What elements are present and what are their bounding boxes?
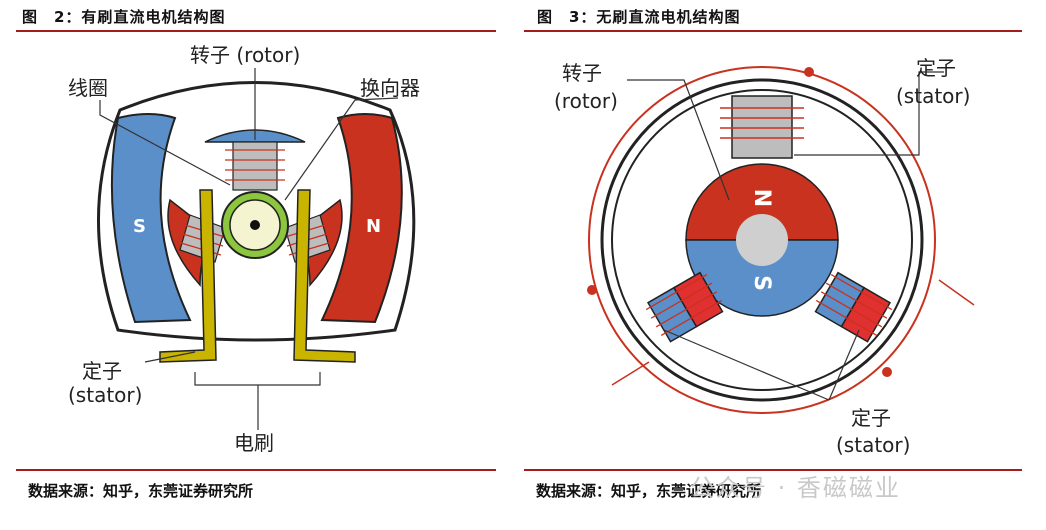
wire-node-top bbox=[804, 67, 814, 77]
stator-bottom-en-label: (stator) bbox=[836, 433, 910, 457]
north-label: N bbox=[366, 216, 381, 237]
north-magnet bbox=[320, 113, 403, 324]
stator-tooth-right bbox=[814, 271, 893, 343]
figure-2-title: 图 2：有刷直流电机结构图 bbox=[22, 8, 226, 26]
stator-tooth-top bbox=[731, 95, 793, 159]
title-rule bbox=[524, 30, 1022, 32]
brushed-motor-diagram: S N 转子 (r bbox=[68, 43, 420, 455]
stator-inner-ring bbox=[611, 89, 913, 391]
rotor-shaft bbox=[250, 220, 260, 230]
figure-2-source: 数据来源：知乎，东莞证券研究所 bbox=[28, 482, 254, 500]
brushless-motor-diagram: N S 转子 (rot bbox=[554, 56, 975, 457]
rotor-shaft bbox=[736, 214, 788, 266]
figure-3-source: 数据来源：知乎，东莞证券研究所 bbox=[536, 482, 762, 500]
coil-label: 线圈 bbox=[68, 76, 108, 100]
rotor-core-top bbox=[232, 141, 278, 191]
brush-right bbox=[293, 189, 356, 363]
watermark: 公众号 · 香磁磁业 bbox=[690, 474, 901, 502]
stator-outer-ring bbox=[600, 78, 924, 402]
south-label: S bbox=[749, 275, 774, 291]
title-rule bbox=[16, 30, 496, 32]
rotor-south-half bbox=[685, 239, 839, 317]
south-magnet bbox=[110, 113, 192, 324]
stator-top-en-label: (stator) bbox=[896, 84, 970, 108]
stator-en-label: (stator) bbox=[68, 383, 142, 407]
stator-label: 定子 bbox=[82, 359, 122, 383]
commutator-label: 换向器 bbox=[360, 76, 420, 100]
top-coil bbox=[720, 107, 804, 139]
wire-node-right bbox=[882, 367, 892, 377]
brushed-motor-figure: 图 2：有刷直流电机结构图 S N bbox=[0, 0, 510, 530]
brush-left bbox=[159, 189, 217, 363]
brushless-motor-figure: 图 3：无刷直流电机结构图 N S bbox=[524, 0, 1046, 530]
south-label: S bbox=[133, 216, 146, 237]
north-label: N bbox=[749, 189, 774, 207]
rotor-label: 转子 bbox=[562, 61, 602, 85]
stator-top-label: 定子 bbox=[916, 56, 956, 80]
winding-circle bbox=[588, 66, 936, 414]
rotor-label: 转子 (rotor) bbox=[190, 43, 300, 67]
source-rule bbox=[524, 469, 1022, 471]
figure-3-title: 图 3：无刷直流电机结构图 bbox=[537, 8, 741, 26]
brush-label: 电刷 bbox=[234, 431, 274, 455]
stator-tooth-left bbox=[645, 271, 724, 343]
rotor-north-half bbox=[685, 163, 839, 241]
stator-bottom-label: 定子 bbox=[851, 406, 891, 430]
source-rule bbox=[16, 469, 496, 471]
rotor-en-label: (rotor) bbox=[554, 89, 618, 113]
wire-node-left bbox=[587, 285, 597, 295]
